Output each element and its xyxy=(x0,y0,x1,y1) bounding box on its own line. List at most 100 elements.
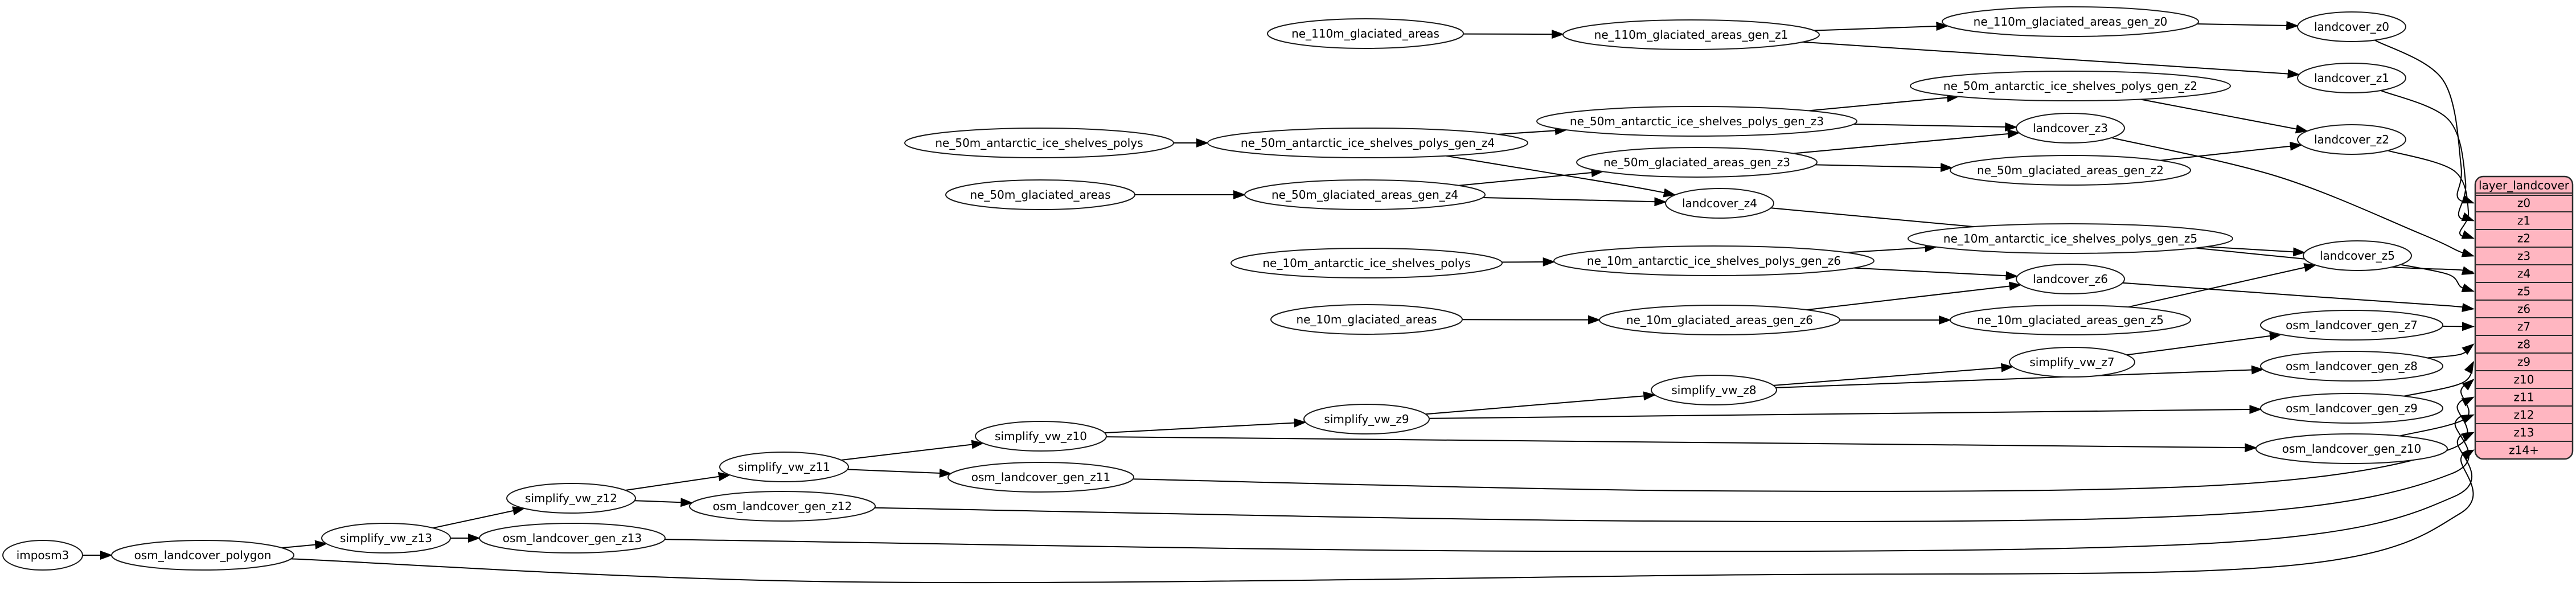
edge-ne_50m_glaciated_areas_gen_z4-to-ne_50m_glaciated_areas_gen_z3 xyxy=(1459,168,1604,186)
table-row-z14+: z14+ xyxy=(2509,444,2539,457)
edge-ne_50m_glaciated_areas_gen_z3-to-ne_50m_glaciated_areas_gen_z2 xyxy=(1815,163,1954,173)
node-label-ne_10m_antarctic_ice_shelves_polys: ne_10m_antarctic_ice_shelves_polys xyxy=(1262,256,1470,270)
table-row-z13: z13 xyxy=(2514,426,2534,440)
node-osm_landcover_gen_z13: osm_landcover_gen_z13 xyxy=(479,523,666,553)
table-row-z1: z1 xyxy=(2517,214,2530,228)
node-label-ne_110m_glaciated_areas_gen_z1: ne_110m_glaciated_areas_gen_z1 xyxy=(1594,28,1789,42)
table-row-label-z12: z12 xyxy=(2514,408,2534,422)
node-label-imposm3: imposm3 xyxy=(17,548,69,562)
edge-landcover_z3-to-layer_landcover-z3 xyxy=(2111,137,2475,257)
node-shape-osm_landcover_polygon xyxy=(111,540,294,571)
node-osm_landcover_gen_z12: osm_landcover_gen_z12 xyxy=(689,491,876,522)
node-shape-simplify_vw_z11 xyxy=(719,452,849,482)
node-label-osm_landcover_gen_z7: osm_landcover_gen_z7 xyxy=(2286,318,2418,332)
node-label-ne_50m_antarctic_ice_shelves_polys: ne_50m_antarctic_ice_shelves_polys xyxy=(935,136,1143,150)
node-label-ne_50m_antarctic_ice_shelves_polys_gen_z4: ne_50m_antarctic_ice_shelves_polys_gen_z… xyxy=(1241,136,1495,150)
edge-simplify_vw_z8-to-simplify_vw_z7 xyxy=(1773,363,2014,386)
node-shape-ne_10m_glaciated_areas_gen_z5 xyxy=(1950,305,2191,335)
table-row-z5: z5 xyxy=(2517,285,2530,298)
edge-ne_50m_antarctic_ice_shelves_polys_gen_z3-to-ne_50m_antarctic_ice_shelves_polys_gen_z2 xyxy=(1808,93,1960,112)
node-landcover_z4: landcover_z4 xyxy=(1665,188,1774,219)
edge-simplify_vw_z13-to-simplify_vw_z12 xyxy=(433,506,526,529)
edge-ne_50m_antarctic_ice_shelves_polys_gen_z4-to-landcover_z4 xyxy=(1446,155,1676,198)
node-ne_10m_antarctic_ice_shelves_polys: ne_10m_antarctic_ice_shelves_polys xyxy=(1230,248,1503,278)
edge-simplify_vw_z7-to-osm_landcover_gen_z7 xyxy=(2126,331,2282,356)
table-row-label-z5: z5 xyxy=(2517,285,2530,298)
node-label-ne_50m_antarctic_ice_shelves_polys_gen_z3: ne_50m_antarctic_ice_shelves_polys_gen_z… xyxy=(1570,114,1824,128)
node-label-landcover_z0: landcover_z0 xyxy=(2314,20,2389,34)
node-label-landcover_z3: landcover_z3 xyxy=(2033,121,2108,135)
node-shape-simplify_vw_z13 xyxy=(321,523,451,553)
node-label-landcover_z4: landcover_z4 xyxy=(1682,196,1757,210)
node-shape-osm_landcover_gen_z9 xyxy=(2260,393,2443,424)
node-simplify_vw_z9: simplify_vw_z9 xyxy=(1303,404,1430,434)
node-ne_110m_glaciated_areas: ne_110m_glaciated_areas xyxy=(1267,18,1464,49)
table-row-z3: z3 xyxy=(2517,249,2530,263)
node-shape-ne_110m_glaciated_areas_gen_z1 xyxy=(1562,19,1820,50)
edge-ne_50m_antarctic_ice_shelves_polys_gen_z4-to-ne_50m_antarctic_ice_shelves_polys_gen_z3 xyxy=(1498,126,1568,136)
node-label-ne_50m_glaciated_areas: ne_50m_glaciated_areas xyxy=(970,188,1110,202)
node-ne_50m_glaciated_areas: ne_50m_glaciated_areas xyxy=(945,179,1135,210)
node-shape-ne_50m_glaciated_areas_gen_z4 xyxy=(1244,179,1486,210)
node-ne_50m_antarctic_ice_shelves_polys: ne_50m_antarctic_ice_shelves_polys xyxy=(904,128,1174,158)
node-osm_landcover_gen_z11: osm_landcover_gen_z11 xyxy=(947,462,1134,493)
node-label-ne_10m_glaciated_areas_gen_z6: ne_10m_glaciated_areas_gen_z6 xyxy=(1626,313,1813,327)
node-shape-ne_10m_antarctic_ice_shelves_polys xyxy=(1230,248,1503,278)
node-shape-landcover_z5 xyxy=(2303,240,2412,271)
nodes-layer: imposm3 osm_landcover_polygon simplify_vw_… xyxy=(2,6,2448,571)
edge-simplify_vw_z11-to-simplify_vw_z10 xyxy=(841,440,985,461)
edge-osm_landcover_polygon-to-layer_landcover-z14+ xyxy=(291,449,2475,584)
node-shape-ne_50m_antarctic_ice_shelves_polys xyxy=(904,128,1174,158)
table-row-z8: z8 xyxy=(2517,338,2530,351)
table-row-z9: z9 xyxy=(2517,355,2530,369)
table-row-label-z9: z9 xyxy=(2517,355,2530,369)
node-landcover_z1: landcover_z1 xyxy=(2297,63,2406,93)
node-shape-simplify_vw_z12 xyxy=(506,483,636,514)
table-row-label-z7: z7 xyxy=(2517,320,2530,334)
node-shape-ne_50m_glaciated_areas_gen_z3 xyxy=(1576,147,1818,178)
table-row-z6: z6 xyxy=(2517,302,2530,316)
node-label-ne_10m_antarctic_ice_shelves_polys_gen_z6: ne_10m_antarctic_ice_shelves_polys_gen_z… xyxy=(1587,254,1841,268)
node-label-landcover_z6: landcover_z6 xyxy=(2033,272,2108,286)
table-row-z12: z12 xyxy=(2514,408,2534,422)
node-ne_110m_glaciated_areas_gen_z1: ne_110m_glaciated_areas_gen_z1 xyxy=(1562,19,1820,50)
node-shape-landcover_z2 xyxy=(2297,124,2406,155)
node-shape-landcover_z1 xyxy=(2297,63,2406,93)
edge-landcover_z5-to-layer_landcover-z5 xyxy=(2400,264,2475,292)
edge-osm_landcover_gen_z13-to-layer_landcover-z13 xyxy=(664,432,2475,552)
node-ne_10m_antarctic_ice_shelves_polys_gen_z5: ne_10m_antarctic_ice_shelves_polys_gen_z… xyxy=(1908,223,2233,254)
node-osm_landcover_polygon: osm_landcover_polygon xyxy=(111,540,294,571)
node-shape-osm_landcover_gen_z12 xyxy=(689,491,876,522)
node-shape-simplify_vw_z10 xyxy=(975,421,1107,452)
node-ne_10m_glaciated_areas_gen_z6: ne_10m_glaciated_areas_gen_z6 xyxy=(1599,305,1840,335)
edge-landcover_z6-to-layer_landcover-z6 xyxy=(2122,282,2475,312)
node-shape-ne_50m_antarctic_ice_shelves_polys_gen_z3 xyxy=(1536,106,1857,137)
node-shape-ne_10m_glaciated_areas_gen_z6 xyxy=(1599,305,1840,335)
table-row-label-z13: z13 xyxy=(2514,426,2534,440)
node-shape-simplify_vw_z9 xyxy=(1303,404,1430,434)
table-row-z0: z0 xyxy=(2517,196,2530,210)
edge-simplify_vw_z11-to-osm_landcover_gen_z11 xyxy=(847,468,952,478)
node-shape-ne_110m_glaciated_areas xyxy=(1267,18,1464,49)
table-row-label-z4: z4 xyxy=(2517,267,2530,281)
edge-osm_landcover_polygon-to-simplify_vw_z13 xyxy=(281,540,328,550)
edge-ne_50m_glaciated_areas_gen_z2-to-landcover_z2 xyxy=(2160,141,2303,161)
node-label-ne_110m_glaciated_areas_gen_z0: ne_110m_glaciated_areas_gen_z0 xyxy=(1974,15,2168,28)
node-label-osm_landcover_polygon: osm_landcover_polygon xyxy=(134,548,272,562)
edge-osm_landcover_gen_z8-to-layer_landcover-z8 xyxy=(2427,343,2475,359)
edge-ne_50m_antarctic_ice_shelves_polys_gen_z2-to-landcover_z2 xyxy=(2140,99,2308,134)
node-label-landcover_z5: landcover_z5 xyxy=(2320,249,2395,263)
node-shape-simplify_vw_z7 xyxy=(2009,347,2135,378)
node-label-osm_landcover_gen_z9: osm_landcover_gen_z9 xyxy=(2286,401,2418,415)
edge-simplify_vw_z10-to-osm_landcover_gen_z10 xyxy=(1106,436,2258,453)
table-row-label-z3: z3 xyxy=(2517,249,2530,263)
node-shape-ne_50m_antarctic_ice_shelves_polys_gen_z4 xyxy=(1207,128,1528,158)
node-ne_50m_glaciated_areas_gen_z2: ne_50m_glaciated_areas_gen_z2 xyxy=(1950,155,2191,186)
edge-ne_10m_glaciated_areas_gen_z6-to-landcover_z6 xyxy=(1806,281,2022,311)
node-label-landcover_z1: landcover_z1 xyxy=(2314,71,2389,85)
table-row-label-z10: z10 xyxy=(2514,373,2534,387)
edge-osm_landcover_gen_z9-to-layer_landcover-z9 xyxy=(2403,360,2474,397)
node-shape-ne_50m_glaciated_areas_gen_z2 xyxy=(1950,155,2191,186)
node-ne_50m_glaciated_areas_gen_z4: ne_50m_glaciated_areas_gen_z4 xyxy=(1244,179,1486,210)
